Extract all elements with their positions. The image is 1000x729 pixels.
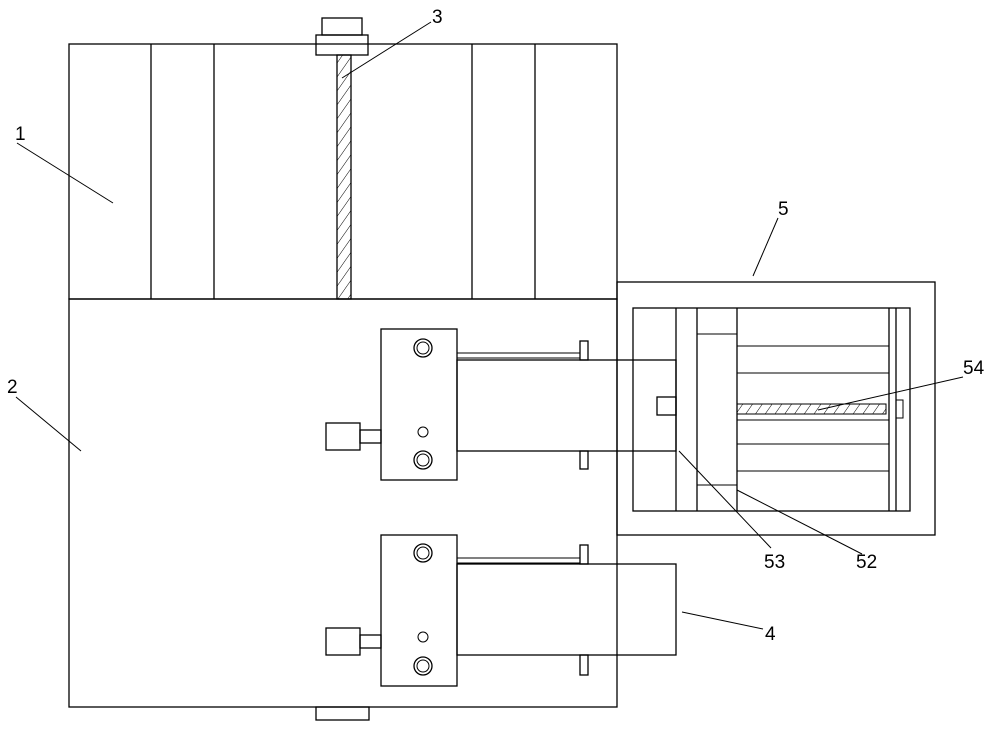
upper-cylinder-assembly <box>326 329 676 480</box>
side-frame <box>617 282 935 535</box>
label-4: 4 <box>765 624 776 645</box>
label-2: 2 <box>7 377 18 398</box>
label-52: 52 <box>856 552 877 573</box>
lower-body <box>69 299 617 720</box>
label-1: 1 <box>15 124 26 145</box>
lower-cylinder-assembly <box>326 535 676 686</box>
label-5: 5 <box>778 199 789 220</box>
label-54: 54 <box>963 358 985 379</box>
screw-rod <box>316 18 368 299</box>
leader-lines <box>16 22 963 629</box>
callout-labels: 1 2 3 5 54 53 52 4 <box>7 7 985 645</box>
label-3: 3 <box>432 7 443 28</box>
label-53: 53 <box>764 552 785 573</box>
